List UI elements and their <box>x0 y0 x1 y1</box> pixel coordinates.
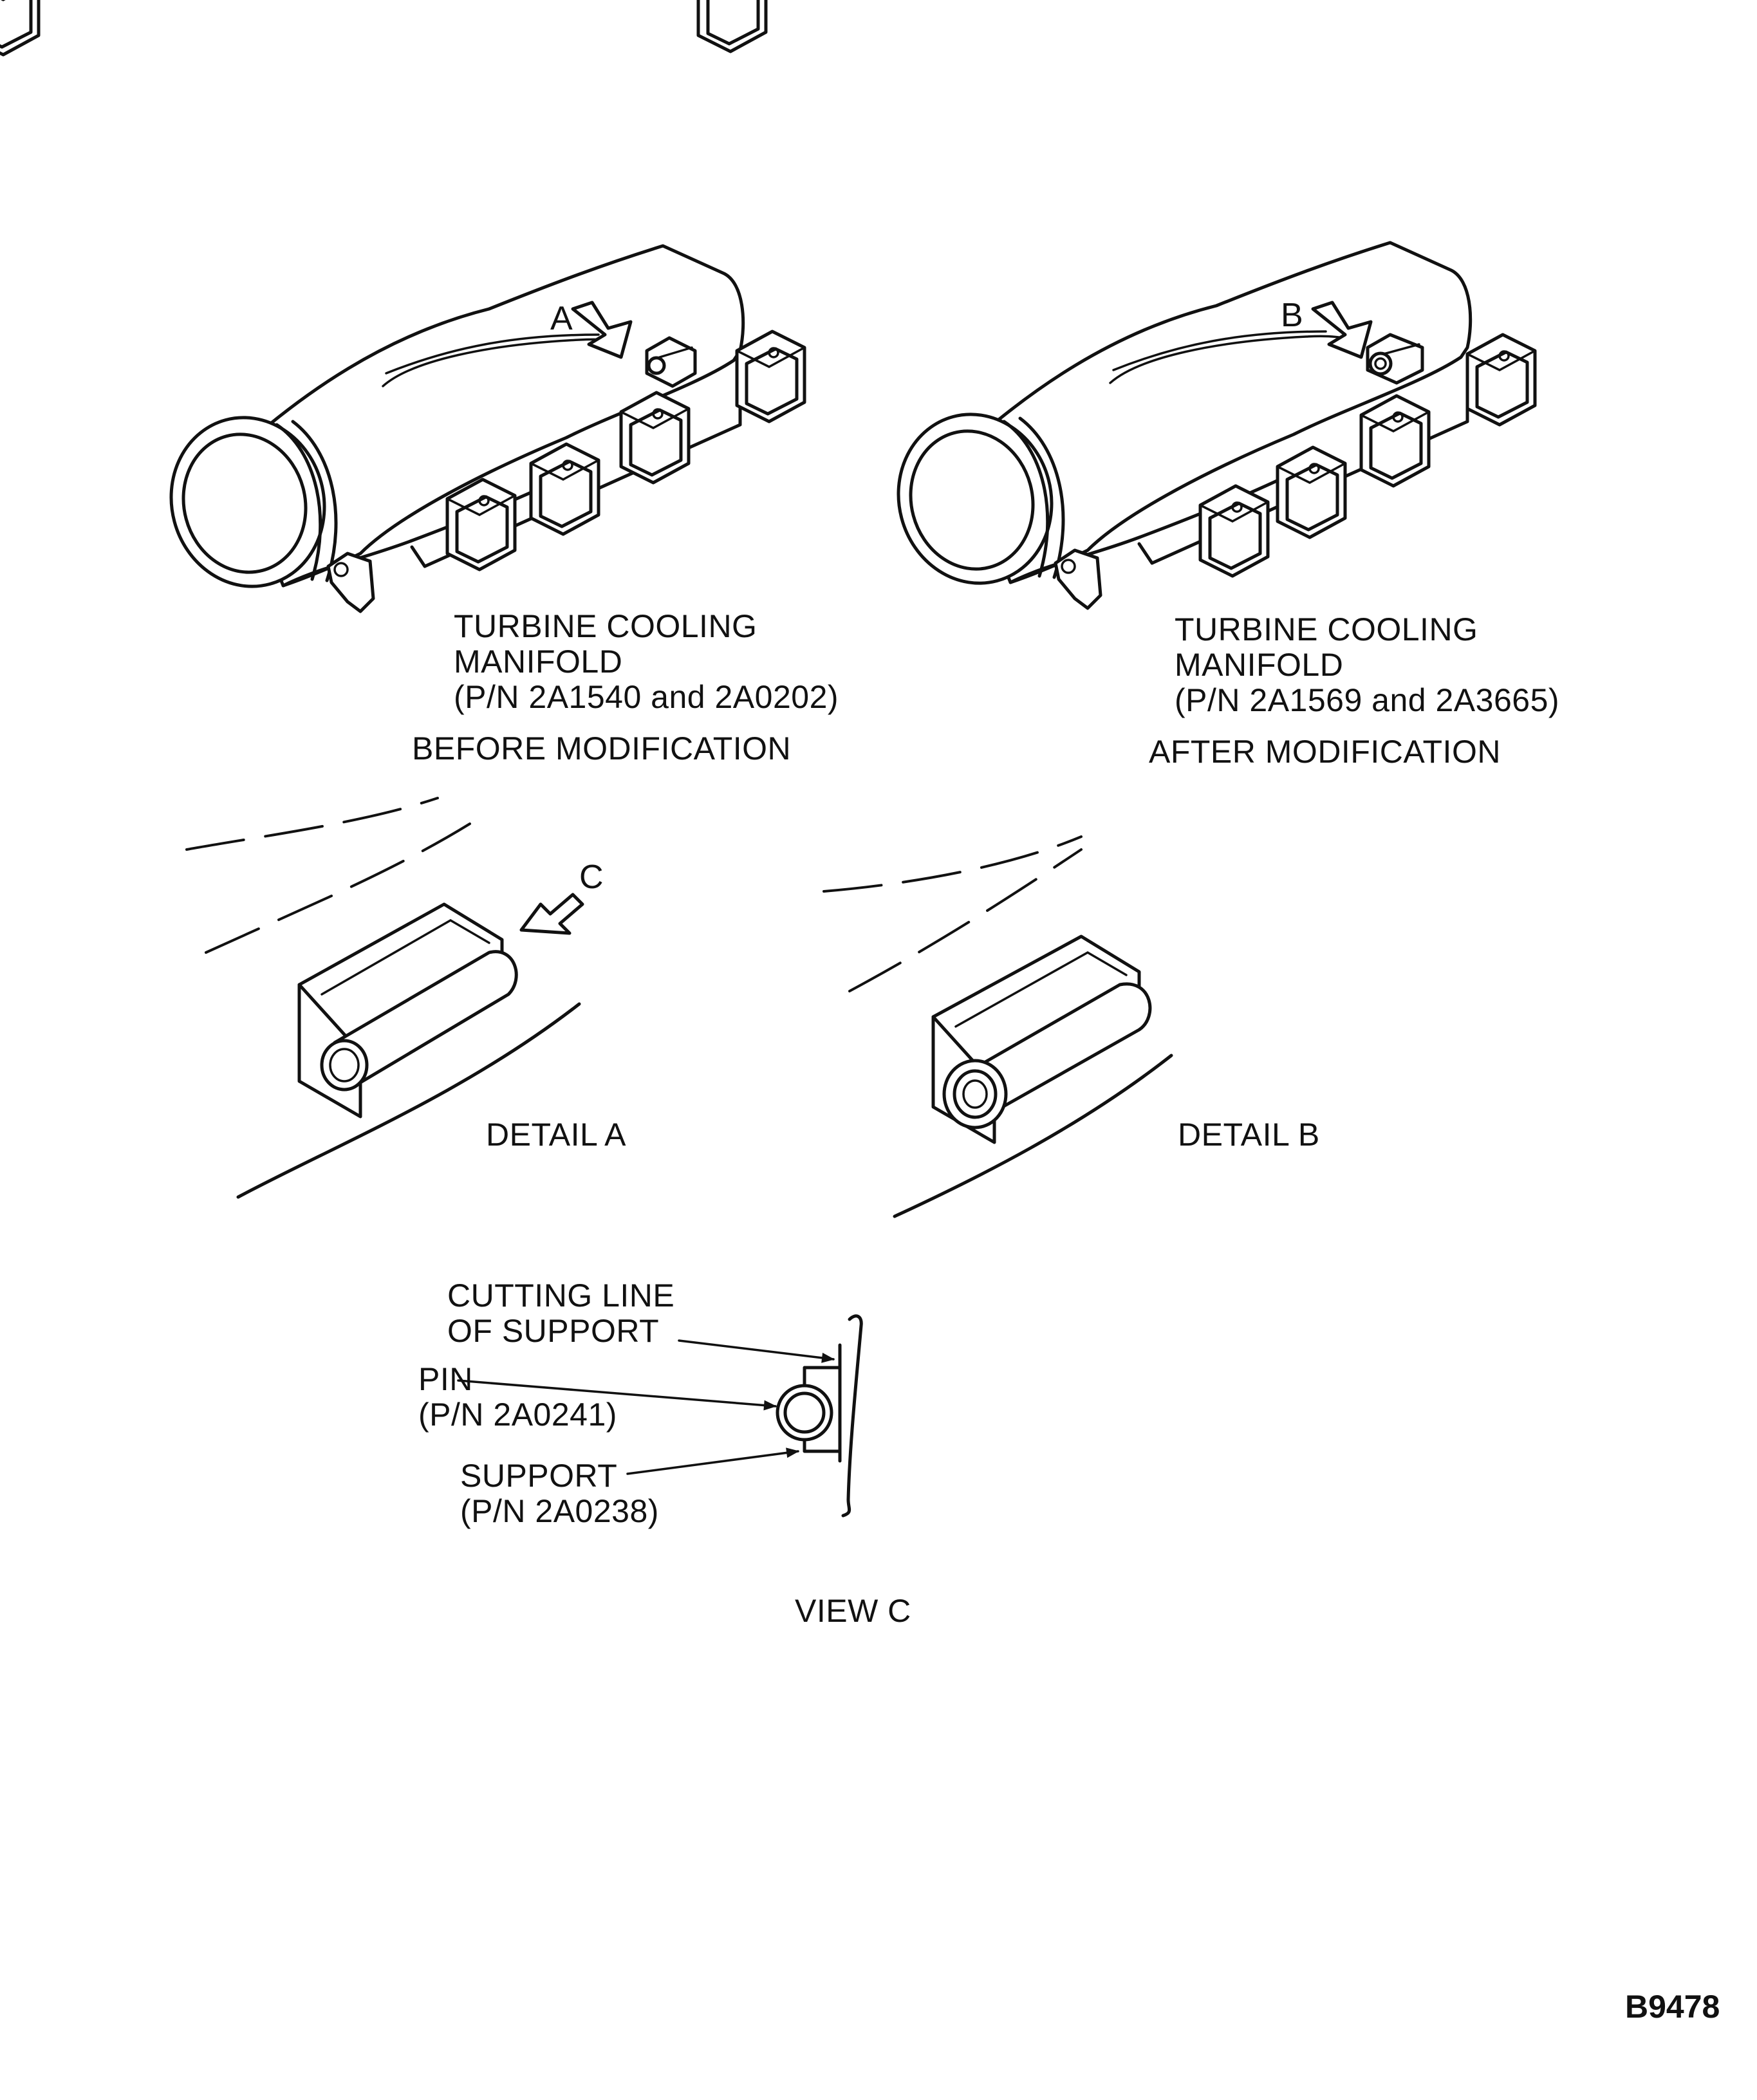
before-title-line2: MANIFOLD <box>454 644 622 680</box>
view-c-illustration <box>776 1314 863 1518</box>
before-state: BEFORE MODIFICATION <box>412 730 791 767</box>
after-part-numbers: (P/N 2A1569 and 2A3665) <box>1175 682 1559 718</box>
callout-b-label: B <box>1281 297 1303 334</box>
detail-b-illustration <box>823 835 1173 1218</box>
manifold-before-illustration <box>0 0 804 611</box>
pin-label-1: PIN <box>418 1361 473 1397</box>
cutting-line-label-1: CUTTING LINE <box>447 1278 674 1314</box>
manifold-after-illustration <box>698 0 1535 608</box>
detail-b-label: DETAIL B <box>1178 1117 1320 1153</box>
support-label-2: (P/N 2A0238) <box>460 1493 659 1529</box>
detail-a-label: DETAIL A <box>486 1117 626 1153</box>
after-title-line1: TURBINE COOLING <box>1175 611 1478 647</box>
before-part-numbers: (P/N 2A1540 and 2A0202) <box>454 679 839 715</box>
after-state: AFTER MODIFICATION <box>1149 734 1501 770</box>
figure-code: B9478 <box>1625 1989 1720 2025</box>
callout-c-label: C <box>579 859 604 896</box>
after-title-line2: MANIFOLD <box>1175 647 1343 683</box>
callout-arrow-a <box>571 301 633 359</box>
support-label-1: SUPPORT <box>460 1458 617 1494</box>
callout-a-label: A <box>550 300 573 337</box>
before-title-line1: TURBINE COOLING <box>454 608 757 644</box>
cutting-line-label-2: OF SUPPORT <box>447 1313 659 1349</box>
view-c-leaders <box>457 1339 835 1475</box>
callout-arrow-c <box>519 893 584 935</box>
pin-label-2: (P/N 2A0241) <box>418 1397 617 1433</box>
view-c-label: VIEW C <box>795 1593 911 1629</box>
detail-a-illustration <box>185 797 581 1199</box>
callout-arrow-b <box>1311 301 1373 359</box>
